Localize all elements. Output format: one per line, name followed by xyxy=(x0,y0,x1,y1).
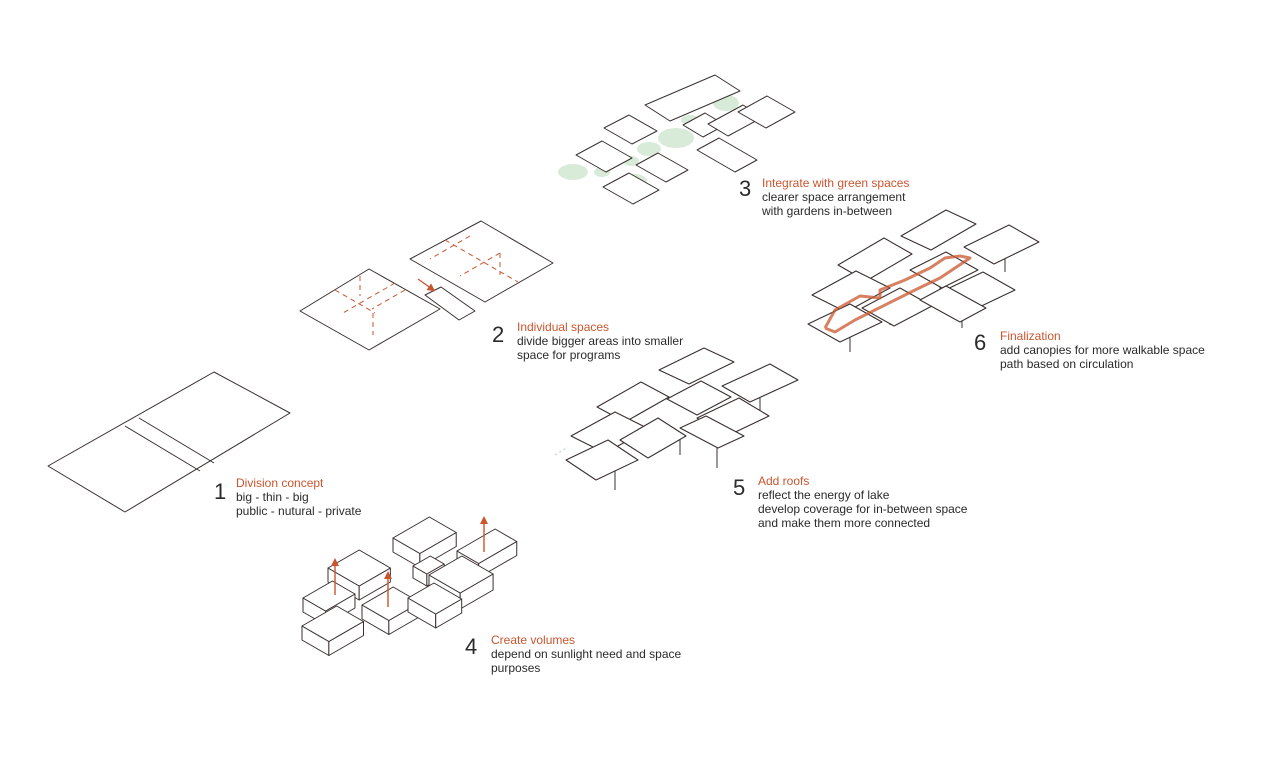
step-number: 5 xyxy=(733,475,746,500)
step-number: 6 xyxy=(974,330,987,355)
step-5-drawing xyxy=(554,347,799,490)
step-6-drawing xyxy=(807,209,1040,352)
step-1-drawing xyxy=(47,371,291,513)
step-title: Create volumes xyxy=(491,633,576,647)
step-description-line: with gardens in-between xyxy=(762,204,893,218)
volume-box-top xyxy=(327,549,391,587)
step-3-drawing xyxy=(558,74,796,205)
step-title: Division concept xyxy=(236,476,324,490)
site-outline xyxy=(47,371,291,513)
step-number: 2 xyxy=(492,322,505,347)
step-description-line: space for programs xyxy=(517,348,621,362)
plot-rect xyxy=(635,152,689,183)
roof-panel xyxy=(565,439,639,481)
volume-box-top xyxy=(301,605,364,642)
volume-box-top xyxy=(456,528,518,564)
plot-rect xyxy=(644,74,741,122)
plot-right xyxy=(409,220,554,303)
subdivision-line xyxy=(342,282,396,314)
division-line xyxy=(138,417,215,464)
step-description-line: add canopies for more walkable space xyxy=(1000,343,1205,357)
roof-panel xyxy=(619,417,687,459)
step-description-line: depend on sunlight need and space xyxy=(491,647,682,661)
arrow-icon xyxy=(417,278,436,292)
plot-left xyxy=(299,268,441,351)
step-description-line: purposes xyxy=(491,661,541,675)
volume-box-top xyxy=(302,580,356,612)
division-line xyxy=(124,425,201,472)
volume-box-top xyxy=(407,582,463,615)
plot-thin xyxy=(424,286,476,321)
step-title: Individual spaces xyxy=(517,320,610,334)
canopy-roof xyxy=(963,224,1040,265)
volume-box-top xyxy=(428,555,494,594)
canopy-roof xyxy=(811,270,891,313)
garden-ellipse xyxy=(558,164,588,180)
subdivision-line xyxy=(334,289,376,314)
garden-ellipse xyxy=(637,142,661,156)
step-number: 3 xyxy=(739,176,752,201)
volume-box-top xyxy=(392,516,457,554)
garden-ellipse xyxy=(658,128,694,148)
step-title: Add roofs xyxy=(758,474,810,488)
step-description-line: and make them more connected xyxy=(758,516,931,530)
step-description-line: divide bigger areas into smaller xyxy=(517,334,684,348)
step-description-line: clearer space arrangement xyxy=(762,190,906,204)
plot-rect xyxy=(696,137,758,173)
roof-panel xyxy=(679,415,745,449)
step-description-line: path based on circulation xyxy=(1000,357,1134,371)
roof-panel xyxy=(666,380,732,416)
plot-rect xyxy=(602,172,660,205)
step-description-line: public - nutural - private xyxy=(236,504,362,518)
step-number: 4 xyxy=(465,634,478,659)
step-title: Integrate with green spaces xyxy=(762,176,910,190)
step-description-line: reflect the energy of lake xyxy=(758,488,890,502)
canopy-roof xyxy=(900,209,977,251)
plot-rect xyxy=(575,140,633,173)
plot-rect xyxy=(737,95,796,129)
subdivision-line xyxy=(371,289,406,310)
roof-panel xyxy=(658,347,735,385)
circulation-path xyxy=(823,254,972,334)
step-number: 1 xyxy=(214,479,227,504)
subdivision-line xyxy=(429,235,471,260)
dotted-green xyxy=(554,446,569,456)
roof-panel xyxy=(721,363,799,403)
volume-box-top xyxy=(412,555,445,575)
plot-rect xyxy=(603,114,658,145)
canopy-roof xyxy=(919,285,987,323)
step-4-drawing xyxy=(301,516,518,656)
step-2-drawing xyxy=(299,220,554,351)
step-description-line: develop coverage for in-between space xyxy=(758,502,968,516)
step-title: Finalization xyxy=(1000,329,1061,343)
subdivision-line xyxy=(459,252,501,277)
step-description-line: big - thin - big xyxy=(236,490,309,504)
